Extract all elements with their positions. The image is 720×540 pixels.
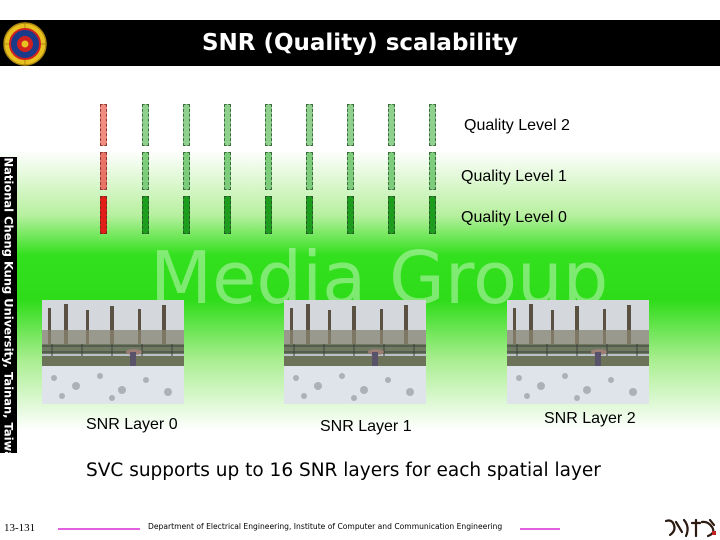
bar-col6-level1 — [306, 152, 313, 190]
bar-col5-level1 — [265, 152, 272, 190]
footer-line-right — [520, 528, 560, 530]
bar-col1-level1 — [100, 152, 107, 190]
bar-col8-level2 — [388, 104, 395, 146]
sidebar-band — [0, 157, 17, 453]
snr-layer-2-frame-image — [507, 300, 649, 404]
bar-col2-level2 — [142, 104, 149, 146]
slide-caption: SVC supports up to 16 SNR layers for eac… — [86, 460, 601, 481]
quality-level-2-label: Quality Level 2 — [464, 117, 570, 134]
bar-col1-level2 — [100, 104, 107, 146]
bar-col1-level0 — [100, 196, 107, 234]
slide-title: SNR (Quality) scalability — [201, 30, 519, 56]
bar-col9-level0 — [429, 196, 436, 234]
ncku-seal-icon — [3, 22, 47, 66]
bar-col4-level0 — [224, 196, 231, 234]
bar-col8-level1 — [388, 152, 395, 190]
bar-col5-level2 — [265, 104, 272, 146]
quality-level-0-label: Quality Level 0 — [461, 209, 567, 226]
bar-col8-level0 — [388, 196, 395, 234]
bar-col2-level0 — [142, 196, 149, 234]
bar-col3-level0 — [183, 196, 190, 234]
sidebar-university-text: National Cheng Kung University, Tainan, … — [1, 157, 16, 468]
bar-col9-level2 — [429, 104, 436, 146]
bar-col4-level2 — [224, 104, 231, 146]
snr-layer-0-label: SNR Layer 0 — [86, 416, 178, 433]
bar-col9-level1 — [429, 152, 436, 190]
bar-col6-level2 — [306, 104, 313, 146]
snr-layer-1-frame-image — [284, 300, 426, 404]
bar-col3-level2 — [183, 104, 190, 146]
bar-col7-level0 — [347, 196, 354, 234]
bar-col6-level0 — [306, 196, 313, 234]
page-number: 13-131 — [4, 522, 36, 534]
university-calligraphy-logo-icon — [662, 517, 718, 539]
snr-layer-0-frame-image — [42, 300, 184, 404]
bar-col7-level1 — [347, 152, 354, 190]
bar-col2-level1 — [142, 152, 149, 190]
bar-col4-level1 — [224, 152, 231, 190]
bar-col5-level0 — [265, 196, 272, 234]
quality-level-1-label: Quality Level 1 — [461, 168, 567, 185]
footer-text: Department of Electrical Engineering, In… — [148, 522, 503, 531]
title-bar — [0, 20, 720, 66]
bar-col3-level1 — [183, 152, 190, 190]
snr-layer-1-label: SNR Layer 1 — [320, 418, 412, 435]
snr-layer-2-label: SNR Layer 2 — [544, 410, 636, 427]
footer-line-left — [58, 528, 140, 530]
bar-col7-level2 — [347, 104, 354, 146]
